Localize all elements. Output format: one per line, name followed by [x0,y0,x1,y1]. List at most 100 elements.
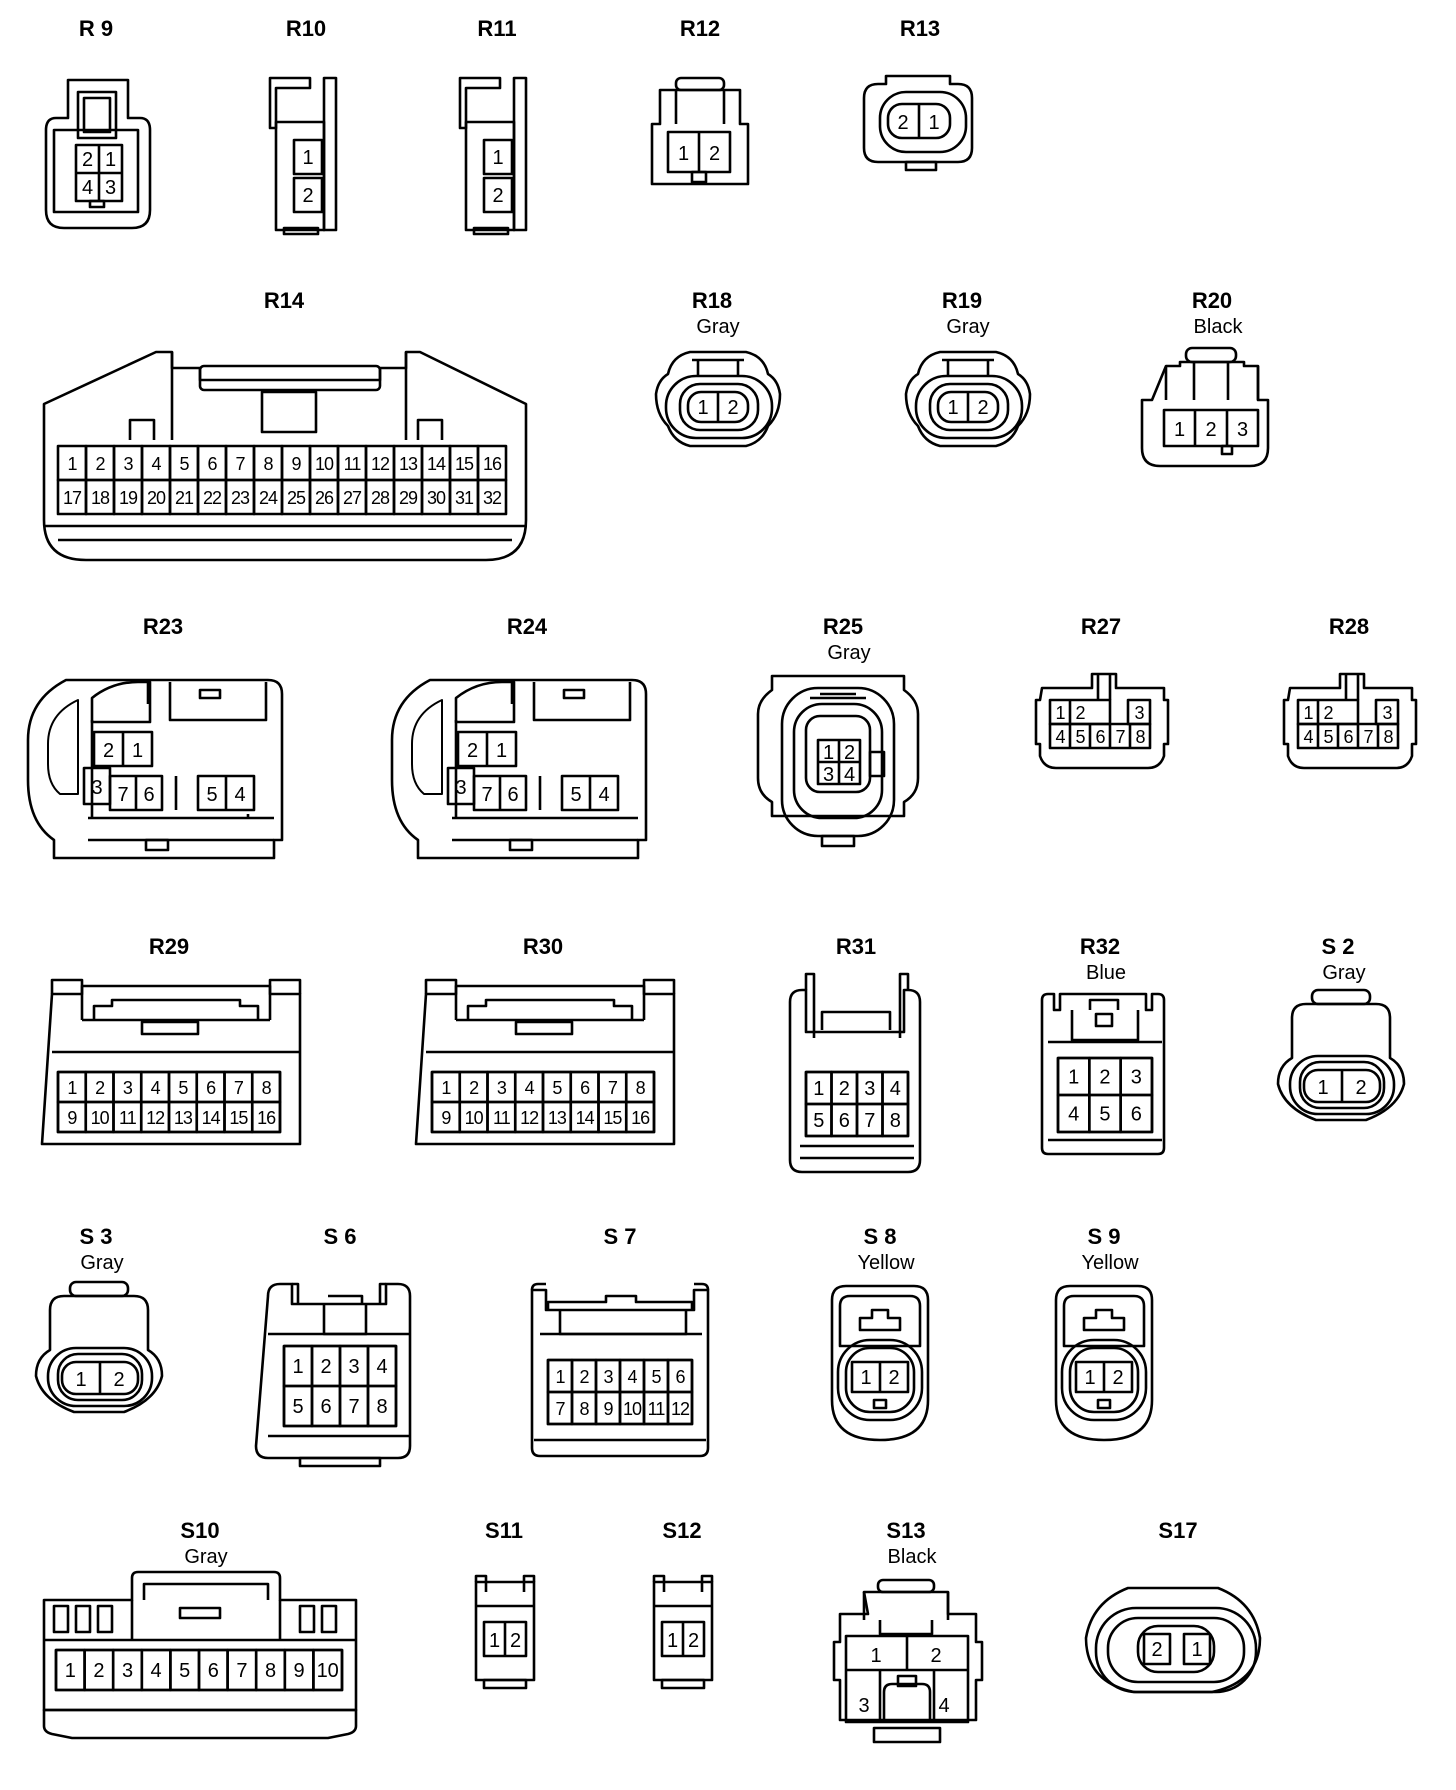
pin-label: 2 [579,1367,589,1387]
pin-label: 9 [603,1399,613,1419]
pin-label: 5 [570,784,581,806]
pin-label: 2 [492,185,503,207]
connector-r28: R28 1 2 3 4 5 6 7 8 [1282,614,1418,770]
pin-label: 12 [520,1108,539,1128]
pin-label: 3 [123,1078,133,1098]
pin-label: 6 [675,1367,685,1387]
connector-s2-name: S 2 [1321,934,1354,959]
pin-label: 7 [864,1110,875,1132]
connector-r12-name: R12 [680,16,720,41]
pin-label: 10 [317,1660,339,1682]
pin-label: 2 [1205,419,1216,441]
pin-label: 1 [1068,1067,1079,1089]
connector-s6-name: S 6 [323,1224,356,1249]
pin-cell [624,1100,656,1134]
pin-label: 2 [897,112,908,134]
pin-label: 1 [928,112,939,134]
pin-label: 8 [636,1078,646,1098]
pin-label: 2 [1099,1067,1110,1089]
pin-label: 20 [147,488,166,508]
connector-r18-color: Gray [696,316,739,338]
pin-label: 30 [427,488,446,508]
pin-label: 7 [236,1660,247,1682]
pin-label: 7 [608,1078,618,1098]
pin-label: 8 [265,1660,276,1682]
pin-label: 11 [648,1399,666,1419]
pin-label: 6 [143,784,154,806]
connector-s13-color: Black [888,1546,938,1568]
connector-r27: R27 1 2 3 4 5 6 7 8 [1034,614,1170,770]
pin-label: 1 [67,454,77,474]
pin-cell [1119,1093,1154,1134]
pin-label: 5 [179,1660,190,1682]
pin-label: 3 [91,777,102,799]
pin-label: 7 [117,784,128,806]
pin-label: 3 [1237,419,1248,441]
pin-label: 1 [947,397,958,419]
pin-label: 7 [481,784,492,806]
pin-label: 2 [113,1369,124,1391]
connector-r29-name: R29 [149,934,189,959]
pin-label: 1 [823,742,834,764]
pin-label: 7 [234,1078,244,1098]
connector-r18: R18 Gray 1 2 [654,288,782,448]
pin-label: 7 [555,1399,565,1419]
connector-r27-name: R27 [1081,614,1121,639]
pin-label: 16 [257,1108,276,1128]
connector-s3-color: Gray [80,1252,123,1274]
pin-label: 10 [623,1399,642,1419]
pin-label: 2 [844,742,855,764]
pin-label: 15 [455,454,474,474]
connector-r31-name: R31 [836,934,876,959]
pin-cell [666,1390,694,1426]
pin-label: 5 [552,1078,562,1098]
connector-r28-name: R28 [1329,614,1369,639]
pin-label: 4 [82,177,93,199]
pin-label: 3 [105,177,116,199]
connector-r13-name: R13 [900,16,940,41]
pin-label: 14 [576,1108,595,1128]
pin-label: 31 [455,488,474,508]
pin-label: 3 [122,1660,133,1682]
pin-label: 14 [427,454,446,474]
connector-r23-name: R23 [143,614,183,639]
connector-s2-color: Gray [1322,962,1365,984]
pin-label: 5 [651,1367,661,1387]
pin-cell [881,1102,910,1138]
pin-label: 1 [860,1367,871,1389]
pin-label: 5 [178,1078,188,1098]
pin-label: 4 [1303,727,1313,747]
pin-label: 1 [105,149,116,171]
pin-label: 4 [844,764,855,786]
pin-label: 2 [93,1660,104,1682]
pin-label: 1 [1055,703,1065,723]
pin-label: 15 [603,1108,622,1128]
connector-r19-color: Gray [946,316,989,338]
pin-label: 9 [441,1108,451,1128]
pin-label: 1 [555,1367,565,1387]
pin-label: 4 [627,1367,637,1387]
pin-label: 2 [467,740,478,762]
pin-label: 2 [1075,703,1085,723]
pin-label: 2 [727,397,738,419]
pin-label: 1 [67,1078,77,1098]
connector-r23: R23 2 1 3 7 6 5 4 [26,614,284,860]
connector-r19-name: R19 [942,288,982,313]
pin-label: 4 [890,1078,901,1100]
pin-label: 16 [631,1108,650,1128]
pin-label: 3 [858,1695,869,1717]
pin-label: 28 [371,488,390,508]
pin-label: 4 [151,454,161,474]
pin-label: 7 [235,454,245,474]
connector-r10: R10 1 2 [268,16,338,236]
pin-label: 2 [103,740,114,762]
pin-label: 10 [91,1108,110,1128]
pin-label: 2 [1323,703,1333,723]
pin-label: 4 [376,1356,387,1378]
